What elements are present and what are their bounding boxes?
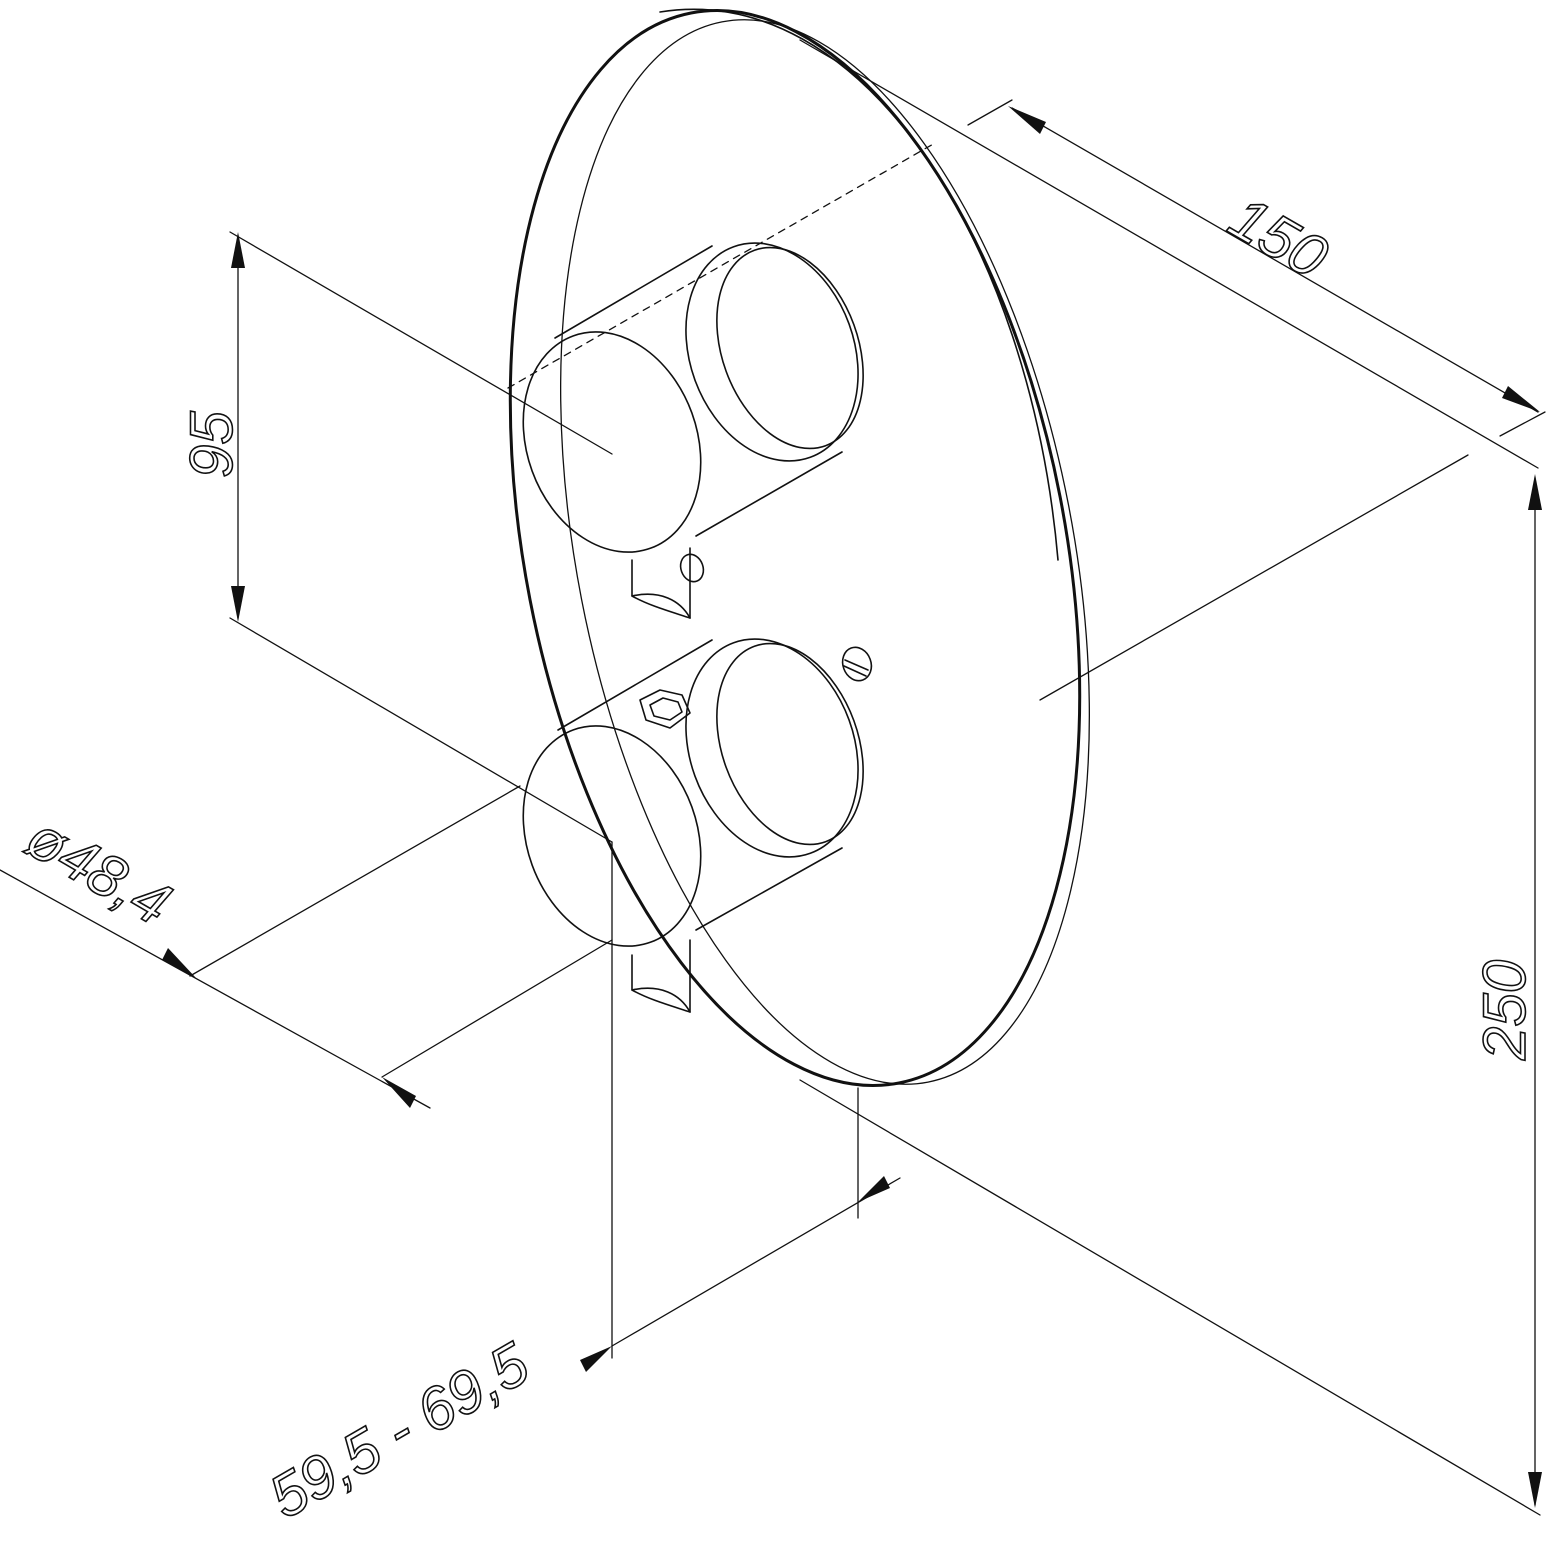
slotted-screw-icon xyxy=(841,646,873,682)
knob-diameter-label: ø48,4 xyxy=(16,803,182,938)
dimension-plate-width: 150 xyxy=(1008,106,1540,413)
dimension-plate-height: 250 xyxy=(1470,474,1542,1508)
plate-height-label: 250 xyxy=(1471,960,1538,1061)
dimension-projection: 59,5 - 69,5 xyxy=(257,1176,901,1532)
upper-knob xyxy=(522,242,864,619)
plate-width-label: 150 xyxy=(1219,183,1339,291)
cover-plate xyxy=(508,8,1091,1087)
center-axis xyxy=(507,142,936,389)
extension-lines xyxy=(189,39,1546,1516)
lower-knob xyxy=(522,638,864,1013)
projection-range-label: 59,5 - 69,5 xyxy=(258,1329,540,1531)
dimension-knob-diameter: ø48,4 xyxy=(0,802,431,1109)
hex-button-icon xyxy=(639,689,691,729)
knob-spacing-label: 95 xyxy=(178,411,245,478)
dimension-knob-spacing: 95 xyxy=(177,232,246,622)
